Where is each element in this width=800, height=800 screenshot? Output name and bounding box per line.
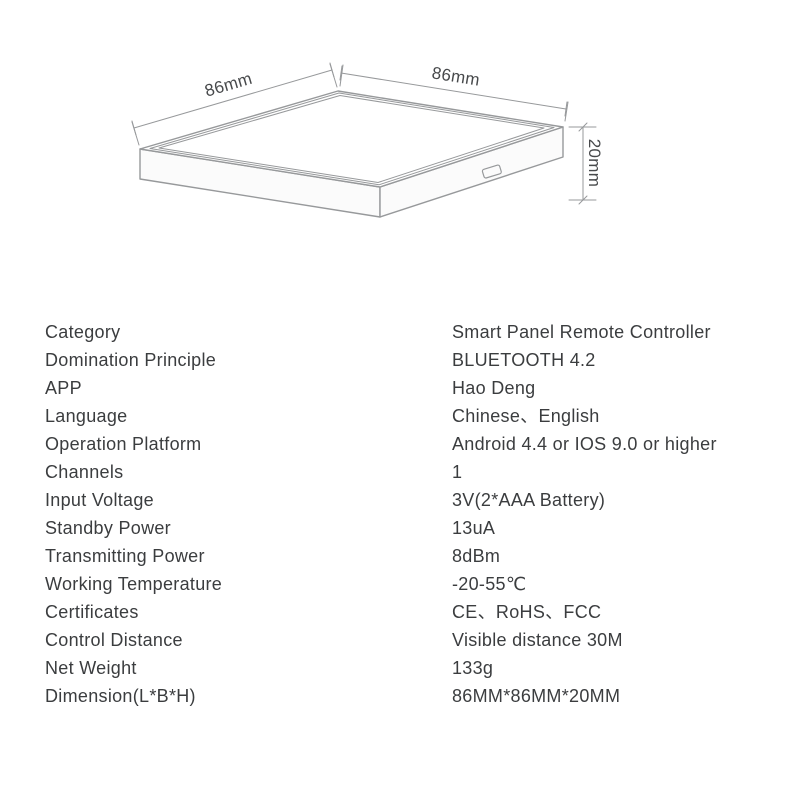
spec-label: Category — [45, 322, 121, 342]
spec-label: Input Voltage — [45, 490, 154, 510]
device-body — [139, 90, 564, 218]
spec-value: Visible distance 30M — [452, 630, 623, 650]
spec-row-working-temperature: Working Temperature -20-55℃ — [45, 570, 770, 598]
spec-table: Category Smart Panel Remote Controller D… — [45, 318, 770, 710]
connector-detail — [481, 164, 502, 179]
spec-row-channels: Channels 1 — [45, 458, 770, 486]
dim-label-width-left: 86mm — [203, 69, 255, 101]
spec-label: APP — [45, 378, 82, 398]
device-top-bezel-outer-line — [149, 92, 555, 186]
spec-label: Transmitting Power — [45, 546, 205, 566]
spec-label: Operation Platform — [45, 434, 202, 454]
spec-row-standby-power: Standby Power 13uA — [45, 514, 770, 542]
spec-row-input-voltage: Input Voltage 3V(2*AAA Battery) — [45, 486, 770, 514]
dimension-width-left — [131, 62, 338, 146]
device-top-face — [139, 90, 564, 188]
spec-row-app: APP Hao Deng — [45, 374, 770, 402]
spec-value: 133g — [452, 658, 494, 678]
spec-value: 3V(2*AAA Battery) — [452, 490, 606, 510]
dimension-tick — [329, 62, 335, 78]
extension-line — [564, 101, 569, 122]
spec-value: 8dBm — [452, 546, 501, 566]
spec-label: Domination Principle — [45, 350, 217, 370]
dimension-tick — [339, 65, 343, 81]
spec-value: 86MM*86MM*20MM — [452, 686, 621, 706]
spec-value: Android 4.4 or IOS 9.0 or higher — [452, 434, 717, 454]
device-dimension-drawing: 86mm 86mm 20mm — [0, 0, 800, 310]
spec-value: 13uA — [452, 518, 496, 538]
spec-value: BLUETOOTH 4.2 — [452, 350, 596, 370]
spec-value: Chinese、English — [452, 406, 600, 426]
spec-label: Net Weight — [45, 658, 137, 678]
spec-label: Certificates — [45, 602, 139, 622]
spec-row-domination-principle: Domination Principle BLUETOOTH 4.2 — [45, 346, 770, 374]
dim-label-height: 20mm — [585, 139, 604, 187]
dimension-tick — [578, 122, 588, 132]
spec-row-net-weight: Net Weight 133g — [45, 654, 770, 682]
spec-row-transmitting-power: Transmitting Power 8dBm — [45, 542, 770, 570]
spec-value: 1 — [452, 462, 463, 482]
spec-label: Language — [45, 406, 128, 426]
spec-row-operation-platform: Operation Platform Android 4.4 or IOS 9.… — [45, 430, 770, 458]
dim-label-width-right: 86mm — [430, 63, 481, 89]
device-top-bezel-inner-line — [158, 95, 545, 183]
spec-label: Control Distance — [45, 630, 183, 650]
spec-label: Standby Power — [45, 518, 171, 538]
dimension-width-right — [339, 64, 569, 122]
spec-value: -20-55℃ — [452, 574, 527, 594]
spec-value: Smart Panel Remote Controller — [452, 322, 711, 342]
spec-label: Channels — [45, 462, 124, 482]
extension-line — [339, 64, 344, 87]
dimension-line — [340, 72, 567, 110]
spec-label: Working Temperature — [45, 574, 223, 594]
dimension-tick — [131, 120, 137, 136]
spec-value: CE、RoHS、FCC — [452, 602, 602, 622]
spec-row-certificates: Certificates CE、RoHS、FCC — [45, 598, 770, 626]
spec-label: Dimension(L*B*H) — [45, 686, 196, 706]
spec-row-dimension: Dimension(L*B*H) 86MM*86MM*20MM — [45, 682, 770, 710]
dimension-tick — [564, 101, 568, 117]
device-drawing-svg: 86mm 86mm 20mm — [131, 62, 604, 218]
spec-row-control-distance: Control Distance Visible distance 30M — [45, 626, 770, 654]
spec-row-language: Language Chinese、English — [45, 402, 770, 430]
dimension-height — [568, 122, 597, 205]
spec-row-category: Category Smart Panel Remote Controller — [45, 318, 770, 346]
spec-value: Hao Deng — [452, 378, 536, 398]
dimension-line — [133, 69, 333, 129]
dimension-tick — [578, 195, 588, 205]
